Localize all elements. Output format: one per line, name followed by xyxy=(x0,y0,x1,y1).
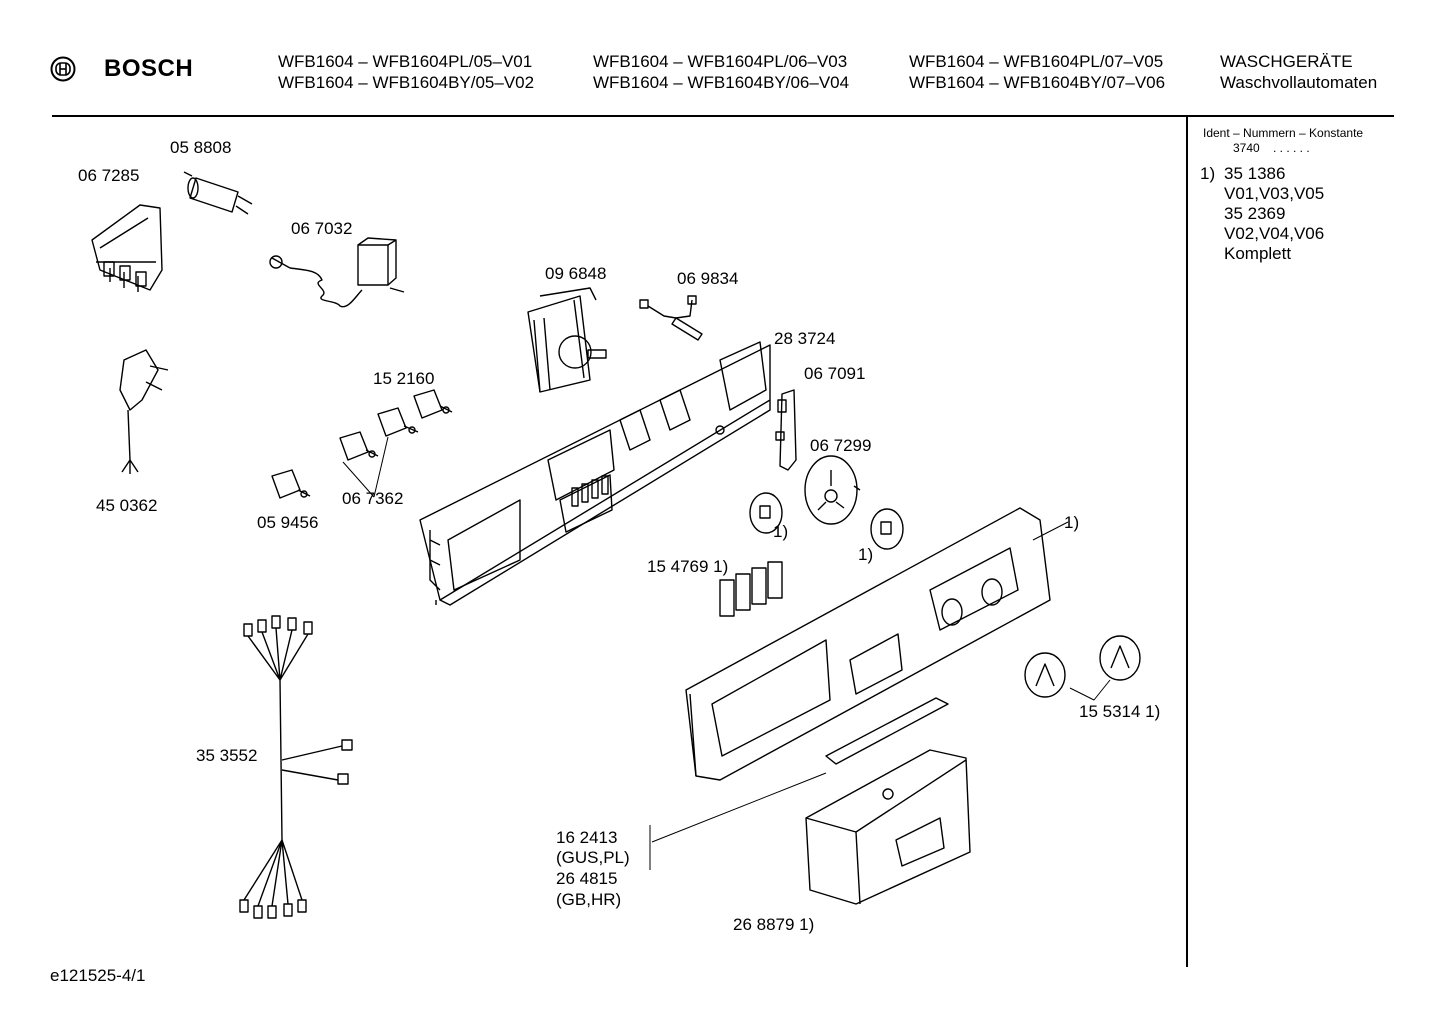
knob-hub-part xyxy=(749,492,783,534)
model-line: WFB1604 – WFB1604PL/07–V05 xyxy=(909,52,1164,71)
lever-part xyxy=(775,389,797,471)
bosch-logo-icon xyxy=(50,56,76,82)
switch-part xyxy=(413,389,453,419)
push-buttons-part xyxy=(719,561,783,617)
part-number-label: 05 9456 xyxy=(257,513,319,532)
drawing-code: e121525-4/1 xyxy=(50,966,146,985)
sidebar-dots: . . . . . . xyxy=(1273,141,1310,155)
footnote-marker: 1) xyxy=(858,545,874,564)
part-number-label: 06 7299 xyxy=(810,436,872,455)
sidebar-code: 3740 xyxy=(1233,141,1260,155)
knob-hub-part xyxy=(870,508,904,550)
model-line: WFB1604 – WFB1604PL/06–V03 xyxy=(593,52,848,71)
switch-part xyxy=(377,407,419,437)
part-number-label: 28 3724 xyxy=(774,329,836,348)
part-number-label: 16 2413 xyxy=(556,828,618,847)
wiring-harness-part xyxy=(239,615,353,919)
part-number-label: 06 7032 xyxy=(291,219,353,238)
drive-disc-part xyxy=(804,455,861,525)
category-title: WASCHGERÄTE xyxy=(1220,52,1353,71)
exploded-parts-drawing xyxy=(91,171,1141,919)
mains-plug-part xyxy=(119,349,169,474)
part-number-label: 06 7091 xyxy=(804,364,866,383)
header-divider xyxy=(52,115,1394,117)
control-panel-fascia-part xyxy=(685,507,1051,781)
footnote-marker: 1) xyxy=(1064,513,1080,532)
part-number-label: 05 8808 xyxy=(170,138,232,157)
sensor-part xyxy=(639,295,703,341)
leader-lines xyxy=(342,357,1111,870)
thermostat-part xyxy=(269,237,405,308)
model-line: WFB1604 – WFB1604PL/05–V01 xyxy=(278,52,533,71)
sidebar-line: 35 2369 xyxy=(1224,204,1286,223)
part-number-label: 09 6848 xyxy=(545,264,607,283)
capacitor-part xyxy=(183,171,253,215)
part-number-label: 06 7362 xyxy=(342,489,404,508)
terminal-bracket-part xyxy=(91,204,163,292)
switch-part xyxy=(339,431,379,461)
sidebar-line: V01,V03,V05 xyxy=(1224,184,1325,203)
part-number-label: 15 2160 xyxy=(373,369,435,388)
sidebar-note-marker: 1) xyxy=(1200,164,1216,183)
sidebar-divider xyxy=(1186,117,1188,967)
control-panel-frame-part xyxy=(419,341,771,606)
sidebar-line: 35 1386 xyxy=(1224,164,1286,183)
part-number-label: 15 5314 1) xyxy=(1079,702,1161,721)
model-line: WFB1604 – WFB1604BY/05–V02 xyxy=(278,73,535,92)
part-number-label: 35 3552 xyxy=(196,746,258,765)
part-number-label: 06 9834 xyxy=(677,269,739,288)
model-line: WFB1604 – WFB1604BY/06–V04 xyxy=(593,73,850,92)
part-number-label: 06 7285 xyxy=(78,166,140,185)
part-number-label: 15 4769 1) xyxy=(647,557,729,576)
sidebar-line: Komplett xyxy=(1224,244,1292,263)
switch-part xyxy=(271,469,311,499)
part-variant-label: (GB,HR) xyxy=(556,890,622,909)
control-knob-part xyxy=(1024,652,1066,698)
brand-name: BOSCH xyxy=(104,55,194,82)
control-knob-part xyxy=(1099,635,1141,681)
part-number-label: 26 8879 1) xyxy=(733,915,815,934)
sidebar-title: Ident – Nummern – Konstante xyxy=(1203,126,1364,140)
programme-selector-part xyxy=(527,287,607,393)
model-line: WFB1604 – WFB1604BY/07–V06 xyxy=(909,73,1166,92)
category-subtitle: Waschvollautomaten xyxy=(1220,73,1378,92)
display-strip-part xyxy=(825,697,949,765)
part-variant-label: (GUS,PL) xyxy=(556,848,630,867)
part-number-label: 45 0362 xyxy=(96,496,158,515)
sidebar-line: V02,V04,V06 xyxy=(1224,224,1325,243)
part-number-label: 26 4815 xyxy=(556,869,618,888)
footnote-marker: 1) xyxy=(773,522,789,541)
dispenser-drawer-handle-part xyxy=(805,749,971,905)
